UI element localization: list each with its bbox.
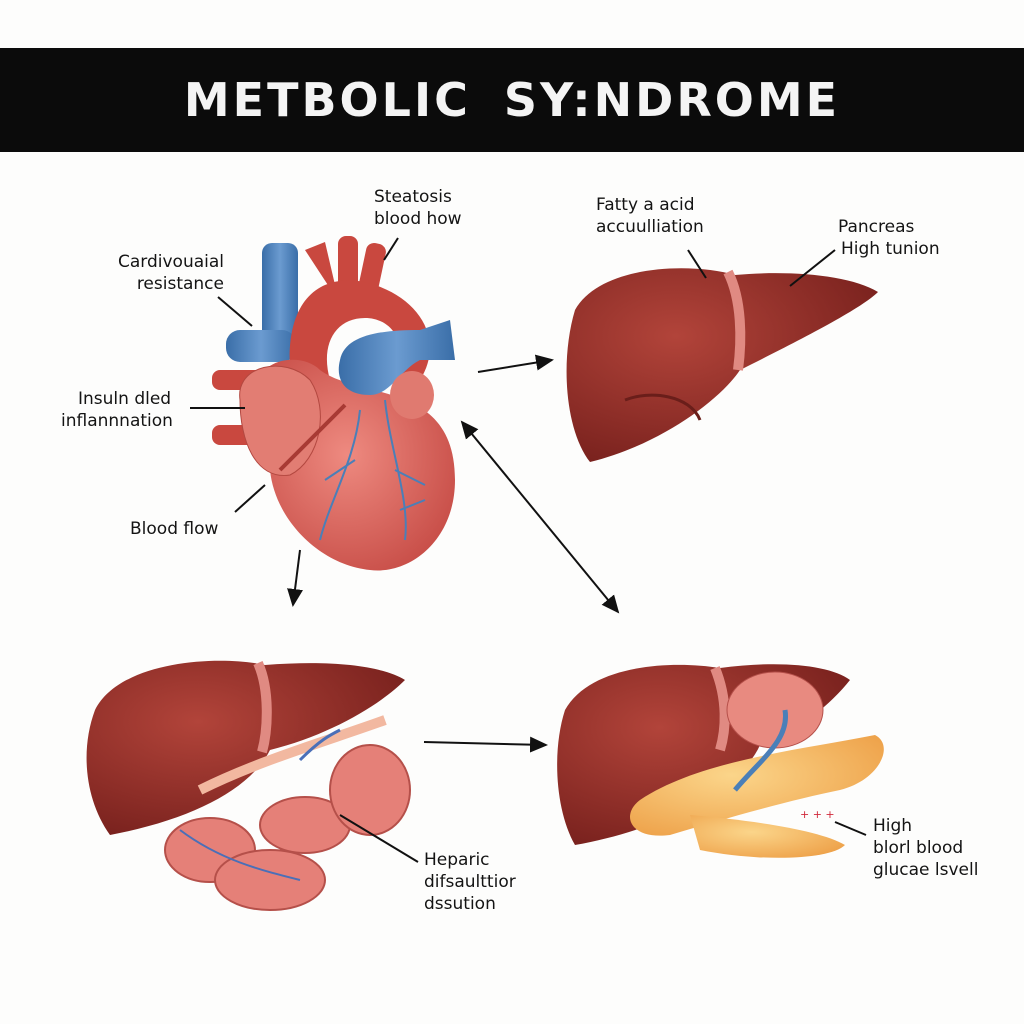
- label-line: difsaulttior: [424, 872, 516, 892]
- label-line: blood how: [374, 209, 462, 229]
- flow-arrows: [287, 354, 620, 753]
- label-line: High tunion: [841, 239, 940, 259]
- label-line: Pancreas: [838, 217, 915, 237]
- leader-lines: [190, 237, 867, 863]
- heart-illustration: [212, 236, 455, 571]
- label-line: Heparic: [424, 850, 490, 870]
- label-line: Steatosis: [374, 187, 452, 207]
- label-line: resistance: [136, 274, 224, 294]
- label-line: accuulliation: [596, 217, 704, 237]
- label-pancreas: Pancreas High tunion: [838, 216, 940, 260]
- label-hepatic: Heparic difsaulttior dssution: [424, 849, 516, 915]
- title-banner: METBOLIC SY:NDROME: [0, 48, 1024, 152]
- label-line: glucae lsvell: [873, 860, 979, 880]
- liver-intestine-illustration: [86, 660, 411, 911]
- liver-illustration-top: [566, 268, 878, 462]
- label-steatosis: Steatosis blood how: [374, 186, 462, 230]
- label-cardio: Cardivouaial resistance: [100, 251, 224, 295]
- arrow-heart-to-liver: [477, 354, 554, 373]
- label-fatty-acid: Fatty a acid accuulliation: [596, 194, 704, 238]
- label-insulin: Insuln dled inflannnation: [61, 388, 173, 432]
- glucose-marks: + + +: [800, 808, 835, 821]
- label-line: dssution: [424, 894, 496, 914]
- label-line: High: [873, 816, 913, 836]
- liver-pancreas-illustration: + + +: [557, 664, 884, 858]
- label-blood-flow: Blood flow: [130, 518, 218, 540]
- arrow-bottom-left-to-right: [423, 736, 548, 753]
- label-line: Fatty a acid: [596, 195, 695, 215]
- label-glucose: High blorl blood glucae lsvell: [873, 815, 978, 881]
- label-line: Insuln dled: [78, 389, 172, 409]
- arrow-heart-down: [287, 549, 303, 607]
- arrow-bidirectional: [460, 420, 620, 614]
- page-title: METBOLIC SY:NDROME: [183, 73, 841, 127]
- label-line: blorl blood: [873, 838, 964, 858]
- label-line: Blood flow: [130, 519, 219, 539]
- label-line: Cardivouaial: [117, 252, 224, 272]
- label-line: inflannnation: [61, 411, 173, 431]
